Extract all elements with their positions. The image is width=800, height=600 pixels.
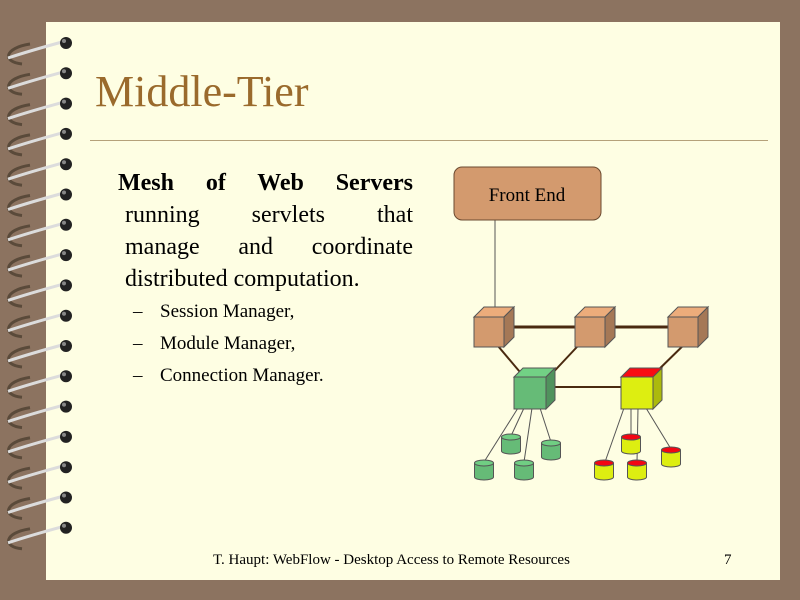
binding-hole (60, 370, 72, 383)
binding-hole (60, 188, 72, 201)
spiral-ring (7, 461, 72, 490)
bullet-text: Module Manager, (160, 333, 296, 354)
database-yellow-2 (661, 446, 681, 468)
spiral-ring (7, 37, 72, 66)
architecture-diagram: Front End (453, 166, 710, 481)
spiral-ring (7, 400, 72, 430)
bullet-item-session-manager: –Session Manager, (133, 296, 324, 328)
bullet-list: –Session Manager, –Module Manager, –Conn… (133, 296, 324, 392)
link-green-db3 (523, 407, 533, 463)
binding-hole (60, 430, 72, 443)
slide-paper (46, 22, 780, 580)
spiral-ring (7, 340, 72, 369)
binding-hole (60, 67, 72, 80)
bullet-item-connection-manager: –Connection Manager. (133, 360, 324, 392)
bullet-dash: – (133, 333, 143, 354)
link-green-db2 (510, 407, 525, 437)
spiral-ring (7, 491, 72, 520)
spiral-ring (7, 521, 72, 551)
database-yellow-3 (594, 459, 614, 481)
binding-hole (60, 491, 72, 504)
link-green-db4 (539, 407, 552, 443)
spiral-ring (7, 218, 72, 248)
spiral-ring (7, 127, 72, 157)
binding-hole (60, 279, 72, 292)
server-tan-3 (666, 305, 710, 349)
main-point: Mesh of Web Servers running servlets tha… (118, 167, 413, 295)
diagram-links (483, 220, 697, 463)
front-end-box: Front End (453, 166, 602, 221)
server-tan-2 (573, 305, 617, 349)
binding-hole (60, 400, 72, 413)
spiral-ring (7, 430, 72, 460)
bullet-item-module-manager: –Module Manager, (133, 328, 324, 360)
link-green-db1 (483, 407, 519, 463)
binding-hole (60, 158, 72, 171)
front-end-label: Front End (489, 185, 566, 206)
binding-hole (60, 97, 72, 110)
main-point-line-1: running servlets that (125, 202, 413, 228)
spiral-ring (7, 67, 72, 96)
bullet-text: Connection Manager. (160, 365, 324, 386)
link-yellow-db4 (645, 407, 672, 450)
database-green-3 (474, 459, 494, 481)
main-point-heading: Mesh of Web Servers (118, 170, 413, 196)
bullet-dash: – (133, 301, 143, 322)
database-green-4 (514, 459, 534, 481)
spiral-ring (7, 249, 72, 278)
spiral-ring (7, 97, 72, 127)
spiral-ring (7, 188, 72, 217)
database-yellow-4 (627, 459, 647, 481)
bullet-dash: – (133, 365, 143, 386)
server-tan-1 (472, 305, 516, 349)
binding-hole (60, 218, 72, 231)
binding-hole (60, 461, 72, 474)
bullet-text: Session Manager, (160, 301, 295, 322)
database-green-1 (501, 433, 521, 455)
page-number: 7 (724, 552, 732, 568)
main-point-line-3: distributed computation. (125, 266, 360, 292)
binding-hole (60, 37, 72, 49)
spiral-binding (7, 37, 72, 551)
binding-hole (60, 521, 72, 534)
link-yellow-db1 (604, 407, 625, 463)
binding-hole (60, 309, 72, 322)
database-yellow-1 (621, 433, 641, 455)
server-yellow (619, 366, 664, 411)
spiral-ring (7, 309, 72, 339)
database-green-2 (541, 439, 561, 461)
spiral-ring (7, 370, 72, 399)
binding-hole (60, 127, 72, 140)
binding-hole (60, 249, 72, 262)
slide-title: Middle-Tier (95, 67, 309, 116)
spiral-ring (7, 279, 72, 308)
slide-footer: T. Haupt: WebFlow - Desktop Access to Re… (213, 552, 570, 568)
binding-hole (60, 340, 72, 352)
spiral-ring (7, 158, 72, 187)
diagram-nodes: Front End (453, 166, 710, 481)
server-green (512, 366, 557, 411)
main-point-line-2: manage and coordinate (125, 234, 413, 260)
title-divider (90, 140, 768, 141)
